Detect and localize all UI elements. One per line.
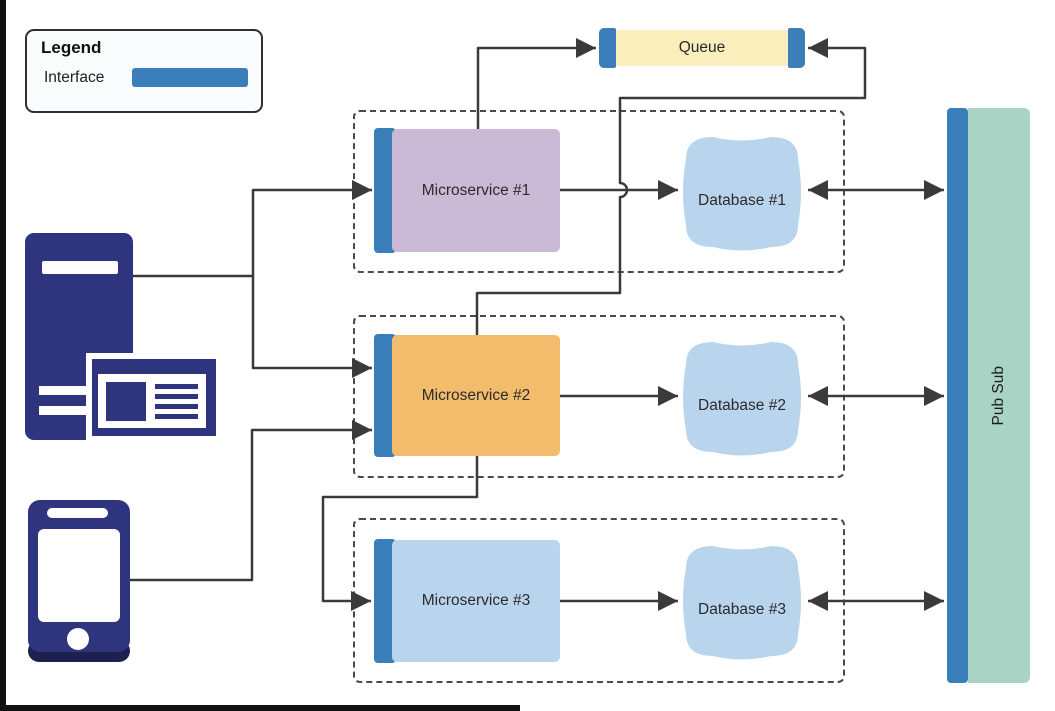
interface-swatch [132,68,248,87]
database1-label: Database #1 [698,191,786,209]
id-card-line [155,394,198,399]
phone-home-button [67,628,89,650]
node-service-2: Microservice #2 [392,335,560,456]
service1-interface-bar [374,128,396,253]
node-database-3: Database #3 [681,540,803,662]
tower-slot [42,261,118,274]
tower-vent-bar [39,406,86,415]
tower-vent-bar [39,386,86,395]
node-service-1: Microservice #1 [392,129,560,252]
service2-interface-bar [374,334,396,457]
queue-body: Queue [616,30,788,66]
legend: Legend Interface [25,29,263,113]
node-database-1: Database #1 [681,131,803,253]
database-shape [683,342,801,456]
node-service-3: Microservice #3 [392,540,560,662]
canvas-edge-bottom [0,705,520,711]
service3-label: Microservice #3 [421,592,531,609]
id-card-line [155,384,198,389]
legend-title: Legend [41,38,102,57]
id-card-line [155,414,198,419]
edge-mobile-to-service2 [130,420,372,582]
pubsub-interface-bar [947,108,968,683]
pubsub-label: Pub Sub [990,365,1007,426]
database2-label: Database #2 [698,396,786,414]
database-shape [683,546,801,660]
service2-label: Microservice #2 [421,386,531,404]
legend-item-label: Interface [44,69,105,86]
queue-interface-left [599,28,616,68]
phone-speaker [47,508,108,518]
database3-label: Database #3 [698,600,786,618]
node-pubsub: Pub Sub [968,108,1030,683]
node-queue: Queue [599,28,805,68]
queue-label: Queue [678,39,726,56]
edge-desktop-to-service1 [133,180,372,278]
queue-interface-right [788,28,805,68]
canvas-edge-left [0,0,6,711]
id-card-line [155,404,198,409]
id-card-photo [106,382,146,421]
node-database-2: Database #2 [681,336,803,458]
phone-screen [38,529,120,622]
service1-label: Microservice #1 [421,181,531,199]
